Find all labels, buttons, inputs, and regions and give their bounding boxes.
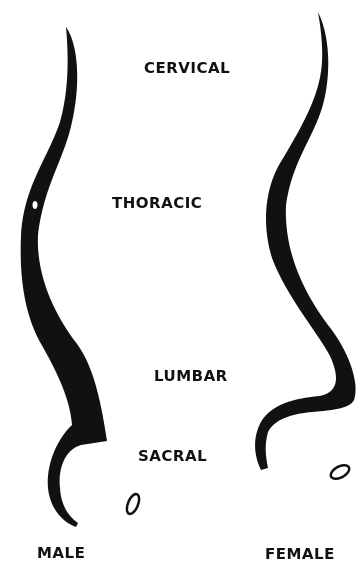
sacral-region-label: SACRAL xyxy=(138,449,207,464)
lumbar-region-label: LUMBAR xyxy=(154,369,228,384)
female-coccyx-ring xyxy=(329,462,352,481)
male-spine-curve xyxy=(21,27,107,527)
male-spine-highlight xyxy=(33,201,38,209)
female-caption: FEMALE xyxy=(265,547,335,562)
female-spine-curve xyxy=(255,12,355,470)
male-caption: MALE xyxy=(37,546,85,561)
cervical-region-label: CERVICAL xyxy=(144,61,230,76)
thoracic-region-label: THORACIC xyxy=(112,196,202,211)
male-coccyx-ring xyxy=(124,492,141,515)
